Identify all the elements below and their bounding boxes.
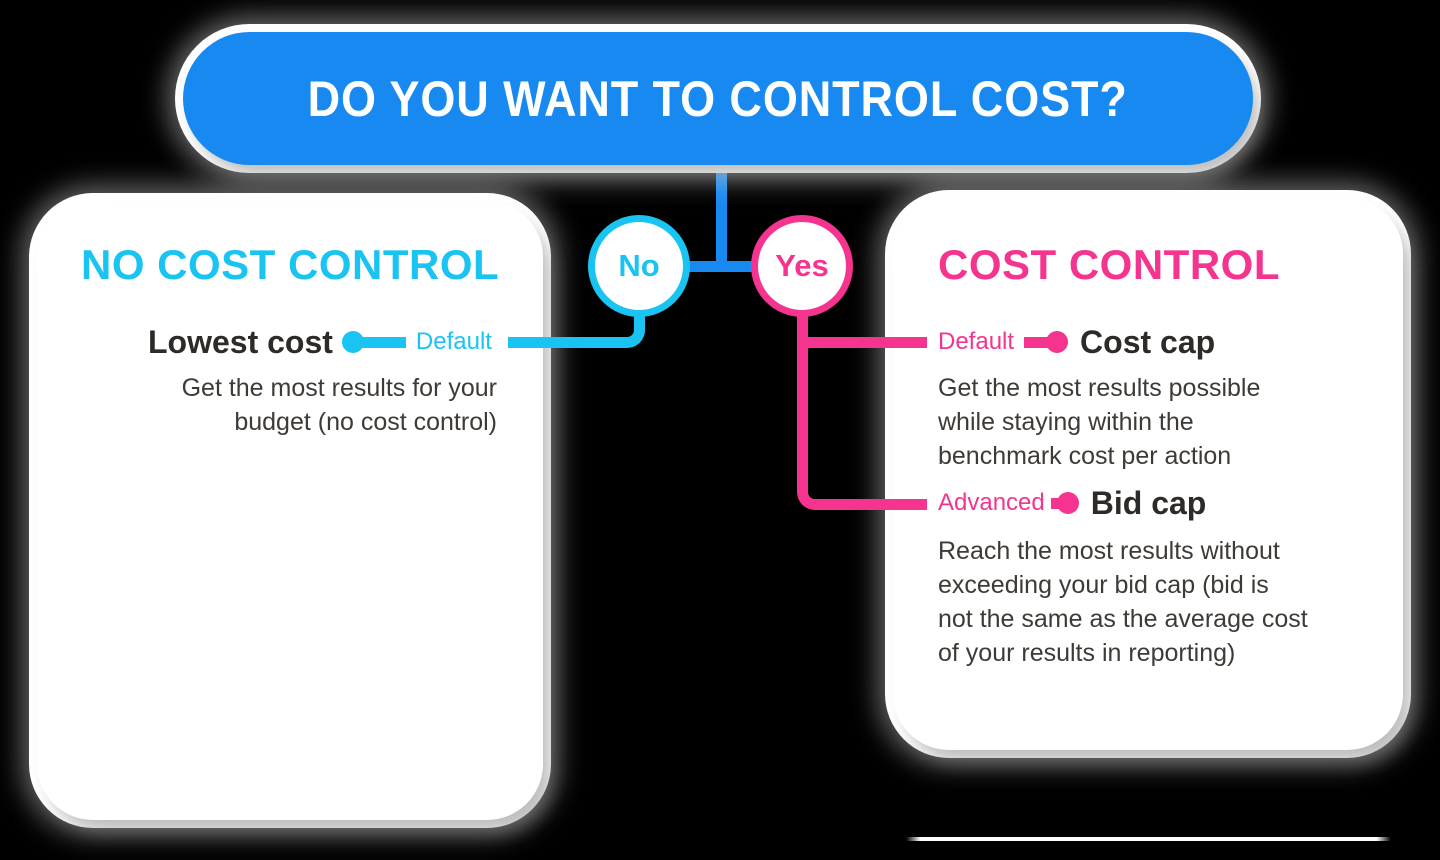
connector-banner-drop	[716, 150, 727, 272]
option-name-lowest-cost: Lowest cost	[148, 323, 333, 360]
question-banner: DO YOU WANT TO CONTROL COST?	[183, 32, 1253, 165]
yes-node: Yes	[751, 215, 853, 317]
option-name-bid-cap: Bid cap	[1090, 484, 1207, 521]
cost-control-card: COST CONTROL Default Cost cap Get the mo…	[893, 198, 1403, 750]
yes-node-label: Yes	[775, 248, 829, 283]
no-node-label: No	[618, 248, 660, 283]
connector-no-elbow	[508, 315, 645, 348]
cost-cap-description: Get the most results possible while stay…	[938, 374, 1261, 470]
connector-dot-icon	[341, 331, 364, 353]
connector-line	[1050, 497, 1061, 509]
lowest-cost-description: Get the most results for your budget (no…	[181, 374, 497, 436]
connector-branch-horizontal	[687, 261, 755, 272]
connector-dot-icon	[1046, 331, 1069, 353]
no-node: No	[588, 215, 690, 317]
bid-cap-row: Advanced Bid cap	[938, 483, 1206, 523]
connector-dot-icon	[1056, 492, 1079, 514]
question-text: DO YOU WANT TO CONTROL COST?	[307, 70, 1129, 127]
option-tag-default: Default	[415, 328, 492, 355]
option-tag-advanced: Advanced	[938, 489, 1045, 516]
lowest-cost-row: Lowest cost Default	[148, 322, 492, 362]
bottom-artifact-line	[906, 837, 1391, 841]
connector-yes-elbow	[797, 314, 927, 510]
option-name-cost-cap: Cost cap	[1080, 323, 1216, 360]
connector-yes-top-branch	[802, 337, 927, 348]
connector-line	[359, 336, 406, 348]
cost-cap-row: Default Cost cap	[938, 322, 1215, 362]
bid-cap-description: Reach the most results without exceeding…	[938, 537, 1308, 667]
option-tag-default: Default	[938, 328, 1015, 355]
no-cost-control-card: NO COST CONTROL Lowest cost Default Get …	[37, 201, 543, 820]
left-card-title: NO COST CONTROL	[81, 241, 500, 288]
connector-line	[1024, 336, 1051, 348]
right-card-title: COST CONTROL	[938, 241, 1280, 288]
